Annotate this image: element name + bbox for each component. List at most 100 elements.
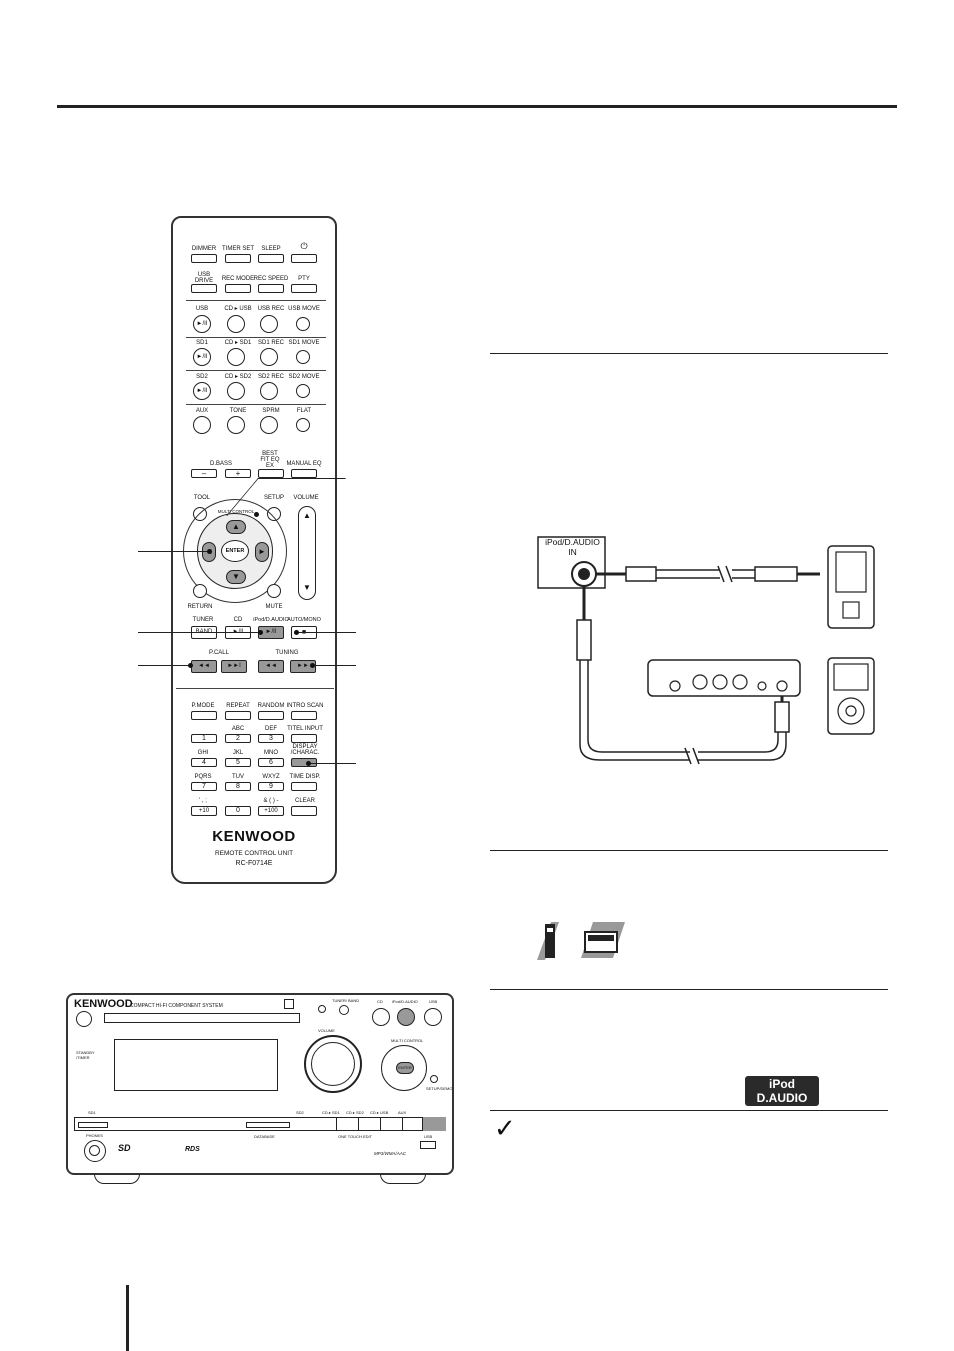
label-ipod: iPod/D.AUDIO [253,617,289,623]
usb-rec-button[interactable] [260,315,278,333]
key-5[interactable]: 5 [225,758,251,767]
small-button[interactable] [318,1005,326,1013]
right-arrow-button[interactable]: ► [255,542,269,562]
label-phones: PHONES [86,1133,103,1138]
tuning-rew-button[interactable]: ◄◄ [258,660,284,673]
main-unit: KENWOOD COMPACT HI-FI COMPONENT SYSTEM T… [66,993,454,1175]
enter-button[interactable]: ENTER [221,540,249,562]
enter-button[interactable]: ENTER [396,1062,414,1074]
timer-set-button[interactable] [225,254,251,263]
eject-button[interactable] [284,999,294,1009]
sd-logo: SD [118,1143,131,1153]
phones-jack[interactable] [84,1140,106,1162]
cd-sd2-button[interactable] [227,382,245,400]
remote-divider [186,370,326,371]
key-2[interactable]: 2 [225,734,251,743]
key-plus-100[interactable]: +100 [258,806,284,816]
sd2-rec-button[interactable] [260,382,278,400]
sd2-move-button[interactable] [296,384,310,398]
aux-button[interactable] [193,416,211,434]
sd1-slot[interactable] [78,1122,108,1128]
label-formats: MP3/WMA/AAC [374,1151,407,1156]
time-disp-button[interactable] [291,782,317,791]
cd-sd1-button[interactable] [227,348,245,366]
usb-move-button[interactable] [296,317,310,331]
source-button[interactable] [358,1117,380,1131]
source-button[interactable] [422,1117,446,1131]
sprm-button[interactable] [260,416,278,434]
usb-port[interactable] [420,1141,436,1149]
p-mode-button[interactable] [191,711,217,720]
rec-speed-button[interactable] [258,284,284,293]
up-arrow-button[interactable]: ▲ [226,520,246,534]
intro-scan-button[interactable] [291,711,317,720]
label-repeat: REPEAT [226,703,250,709]
tuner-band-button[interactable] [339,1005,349,1015]
mute-button[interactable] [267,584,281,598]
source-button[interactable] [336,1117,358,1131]
d-bass-minus-button[interactable]: – [191,469,217,478]
clear-button[interactable] [291,806,317,816]
dimmer-button[interactable] [191,254,217,263]
cd-usb-button[interactable] [227,315,245,333]
label-standby: STANDBY /TIMER [76,1050,95,1060]
power-button[interactable] [291,254,317,263]
rec-mode-button[interactable] [225,284,251,293]
label-abc: ABC [231,726,245,732]
titel-input-button[interactable] [291,734,317,743]
repeat-button[interactable] [225,711,251,720]
flat-button[interactable] [296,418,310,432]
cd-button[interactable] [372,1008,390,1026]
usb-drive-button[interactable] [191,284,217,293]
key-8[interactable]: 8 [225,782,251,791]
cable-plug [774,701,790,733]
p-call-next-button[interactable]: ►►I [221,660,247,673]
callout-line-band [138,632,262,633]
usb-button[interactable] [424,1008,442,1026]
disc-slot[interactable] [104,1013,300,1023]
label-mute: MUTE [265,604,283,610]
key-1[interactable]: 1 [191,734,217,743]
volume-rocker[interactable] [298,506,316,600]
source-button[interactable] [402,1117,422,1131]
random-button[interactable] [258,711,284,720]
sd1-play-button[interactable]: ►/II [193,348,211,366]
section-rule [490,989,888,990]
label-dimmer: DIMMER [191,246,217,252]
key-3[interactable]: 3 [258,734,284,743]
label-tuner: TUNER [192,617,214,623]
tone-button[interactable] [227,416,245,434]
key-9[interactable]: 9 [258,782,284,791]
return-button[interactable] [193,584,207,598]
best-fit-button[interactable] [258,469,284,478]
volume-knob[interactable] [304,1035,362,1093]
pty-button[interactable] [291,284,317,293]
down-arrow-button[interactable]: ▼ [226,570,246,584]
sd1-rec-button[interactable] [260,348,278,366]
ipod-play-button[interactable]: ►/II [258,626,284,639]
usb-play-button[interactable]: ►/II [193,315,211,333]
source-button[interactable] [380,1117,402,1131]
key-7[interactable]: 7 [191,782,217,791]
display-charac-button[interactable] [291,758,317,767]
key-6[interactable]: 6 [258,758,284,767]
setup-demo-button[interactable] [430,1075,438,1083]
multi-control-pad[interactable]: ENTER [381,1045,427,1091]
key-plus-10[interactable]: +10 [191,806,217,816]
manual-eq-button[interactable] [291,469,317,478]
label-tone: TONE [229,408,247,414]
d-bass-plus-button[interactable]: + [225,469,251,478]
tuning-ff-button[interactable]: ►► [290,660,316,673]
remote-unit-name: REMOTE CONTROL UNIT [214,850,294,857]
ipod-button[interactable] [397,1008,415,1026]
label-rec-speed: REC SPEED [253,276,289,282]
volume-down-icon: ▼ [303,583,311,592]
sd2-play-button[interactable]: ►/II [193,382,211,400]
sleep-button[interactable] [258,254,284,263]
key-0[interactable]: 0 [225,806,251,816]
p-call-prev-button[interactable]: ◄◄ [191,660,217,673]
key-4[interactable]: 4 [191,758,217,767]
sd1-move-button[interactable] [296,350,310,364]
power-button[interactable] [76,1011,92,1027]
sd2-slot[interactable] [246,1122,290,1128]
